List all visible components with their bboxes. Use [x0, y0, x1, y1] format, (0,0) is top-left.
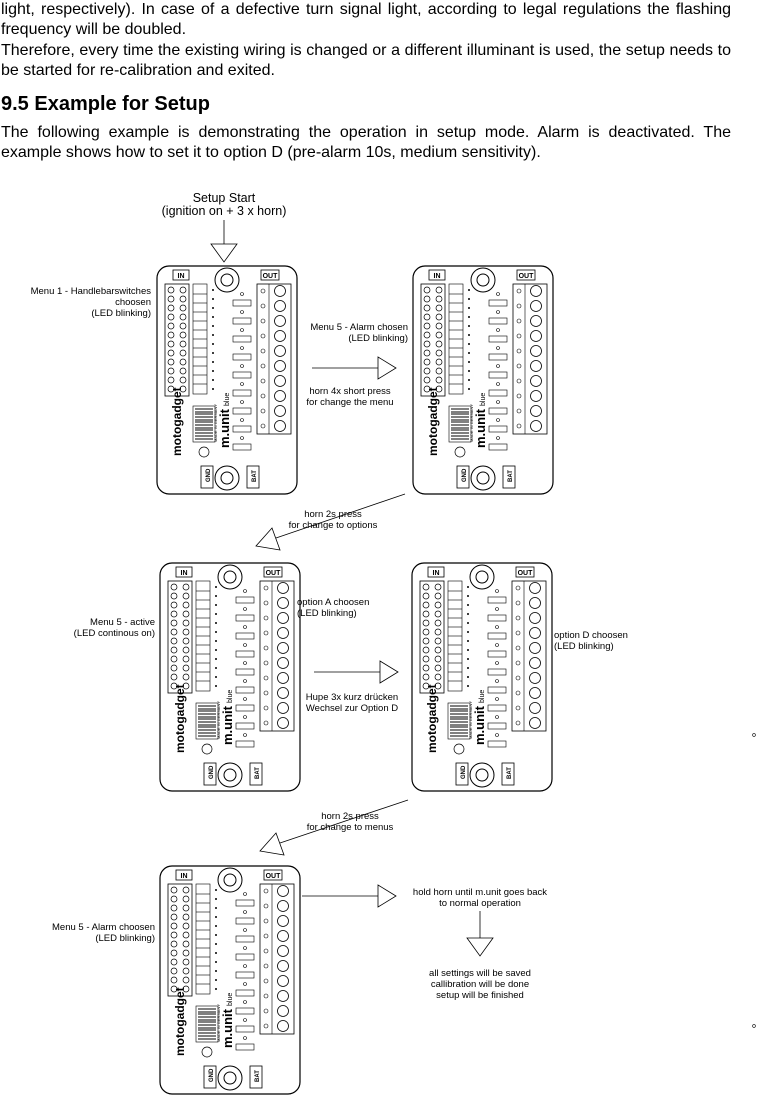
- device-made-in: MADE IN GERMANY: [469, 404, 474, 442]
- arrow-right-exit: [302, 884, 397, 908]
- device-model-suffix: blue: [227, 993, 234, 1006]
- device-gnd-label: GND: [206, 468, 212, 482]
- horn4x-line2: for change the menu: [306, 397, 393, 408]
- device-model-suffix: blue: [224, 393, 231, 406]
- menu5-active-line2: (LED continous on): [74, 628, 155, 639]
- munit-device-menu1: IN OUT motogadget m.unit blue MADE IN GE…: [156, 265, 298, 495]
- device-model-suffix: blue: [479, 690, 486, 703]
- device-brand: motogadget: [425, 684, 439, 753]
- device-made-in: MADE IN GERMANY: [213, 404, 218, 442]
- option-d-line2: (LED blinking): [554, 641, 614, 652]
- arrow-diagonal-options: [255, 493, 406, 551]
- device-in-label: IN: [181, 570, 188, 577]
- device-out-label: OUT: [266, 873, 282, 880]
- device-out-label: OUT: [518, 570, 534, 577]
- hupe-line1: Hupe 3x kurz drücken: [306, 692, 398, 703]
- horn4x-line1: horn 4x short press: [309, 386, 391, 397]
- device-model-suffix: blue: [480, 393, 487, 406]
- device-model: m.unit: [472, 705, 487, 745]
- device-bat-label: BAT: [255, 1070, 261, 1082]
- menu5-top-line1: Menu 5 - Alarm chosen: [310, 322, 408, 333]
- arrow-right-menu: [312, 356, 397, 380]
- device-gnd-label: GND: [461, 765, 467, 779]
- device-gnd-label: GND: [209, 765, 215, 779]
- horn2s-menus-line1: horn 2s press: [321, 811, 379, 822]
- device-in-label: IN: [178, 273, 185, 280]
- menu1-label-line1: Menu 1 - Handlebarswitches: [31, 286, 152, 297]
- hupe-line2: Wechsel zur Option D: [306, 703, 398, 714]
- arrow-down-start: [210, 220, 238, 263]
- paragraph-example-intro: The following example is demonstrating t…: [1, 124, 731, 161]
- menu5-top-line2: (LED blinking): [348, 333, 408, 344]
- arrow-diagonal-menus: [259, 799, 409, 856]
- munit-device-menu5-final: IN OUT motogadget m.unit blue MADE IN GE…: [159, 865, 301, 1095]
- menu5-active-line1: Menu 5 - active: [90, 617, 155, 628]
- option-a-line1: option A choosen: [297, 597, 369, 608]
- device-model: m.unit: [220, 1008, 235, 1048]
- arrow-down-finish: [466, 911, 494, 957]
- device-bat-label: BAT: [255, 767, 261, 779]
- paragraph-calibration-note: light, respectively). In case of a defec…: [1, 1, 731, 38]
- arrow-right-option: [314, 660, 399, 684]
- device-made-in: MADE IN GERMANY: [216, 701, 221, 739]
- device-bat-label: BAT: [252, 470, 258, 482]
- device-out-label: OUT: [519, 273, 535, 280]
- option-a-line2: (LED blinking): [297, 608, 357, 619]
- device-bat-label: BAT: [508, 470, 514, 482]
- hold-horn-line2: to normal operation: [439, 898, 521, 909]
- munit-device-option-d: IN OUT motogadget m.unit blue MADE IN GE…: [411, 562, 553, 792]
- setup-start-subtitle: (ignition on + 3 x horn): [162, 204, 287, 218]
- device-made-in: MADE IN GERMANY: [216, 1004, 221, 1042]
- device-gnd-label: GND: [209, 1068, 215, 1082]
- menu5-bottom-line2: (LED blinking): [95, 933, 155, 944]
- device-bat-label: BAT: [507, 767, 513, 779]
- menu5-bottom-line1: Menu 5 - Alarm choosen: [52, 922, 155, 933]
- device-brand: motogadget: [170, 387, 184, 456]
- device-model: m.unit: [473, 408, 488, 448]
- device-model: m.unit: [217, 408, 232, 448]
- device-brand: motogadget: [173, 684, 187, 753]
- option-d-line1: option D choosen: [554, 630, 628, 641]
- horn2s-menus-line2: for change to menus: [307, 822, 394, 833]
- finish-line2: callibration will be done: [431, 979, 529, 990]
- menu1-label-line2: choosen: [115, 297, 151, 308]
- device-in-label: IN: [434, 273, 441, 280]
- finish-line1: all settings will be saved: [429, 968, 531, 979]
- margin-mark: [752, 733, 756, 737]
- horn2s-options-line2: for change to options: [289, 520, 378, 531]
- device-model-suffix: blue: [227, 690, 234, 703]
- device-model: m.unit: [220, 705, 235, 745]
- margin-mark: [752, 1024, 756, 1028]
- device-out-label: OUT: [263, 273, 279, 280]
- hold-horn-line1: hold horn until m.unit goes back: [413, 887, 547, 898]
- device-out-label: OUT: [266, 570, 282, 577]
- horn2s-options-line1: horn 2s press: [304, 509, 362, 520]
- device-made-in: MADE IN GERMANY: [468, 701, 473, 739]
- device-in-label: IN: [433, 570, 440, 577]
- device-brand: motogadget: [173, 987, 187, 1056]
- device-brand: motogadget: [426, 387, 440, 456]
- finish-line3: setup will be finished: [436, 990, 524, 1001]
- device-in-label: IN: [181, 873, 188, 880]
- munit-device-menu5: IN OUT motogadget m.unit blue MADE IN GE…: [412, 265, 554, 495]
- section-heading: 9.5 Example for Setup: [1, 93, 210, 115]
- menu1-label-line3: (LED blinking): [91, 308, 151, 319]
- device-gnd-label: GND: [462, 468, 468, 482]
- munit-device-active: IN OUT motogadget m.unit blue MADE IN GE…: [159, 562, 301, 792]
- setup-start-title: Setup Start: [193, 191, 256, 205]
- paragraph-recalibration: Therefore, every time the existing wirin…: [1, 42, 731, 79]
